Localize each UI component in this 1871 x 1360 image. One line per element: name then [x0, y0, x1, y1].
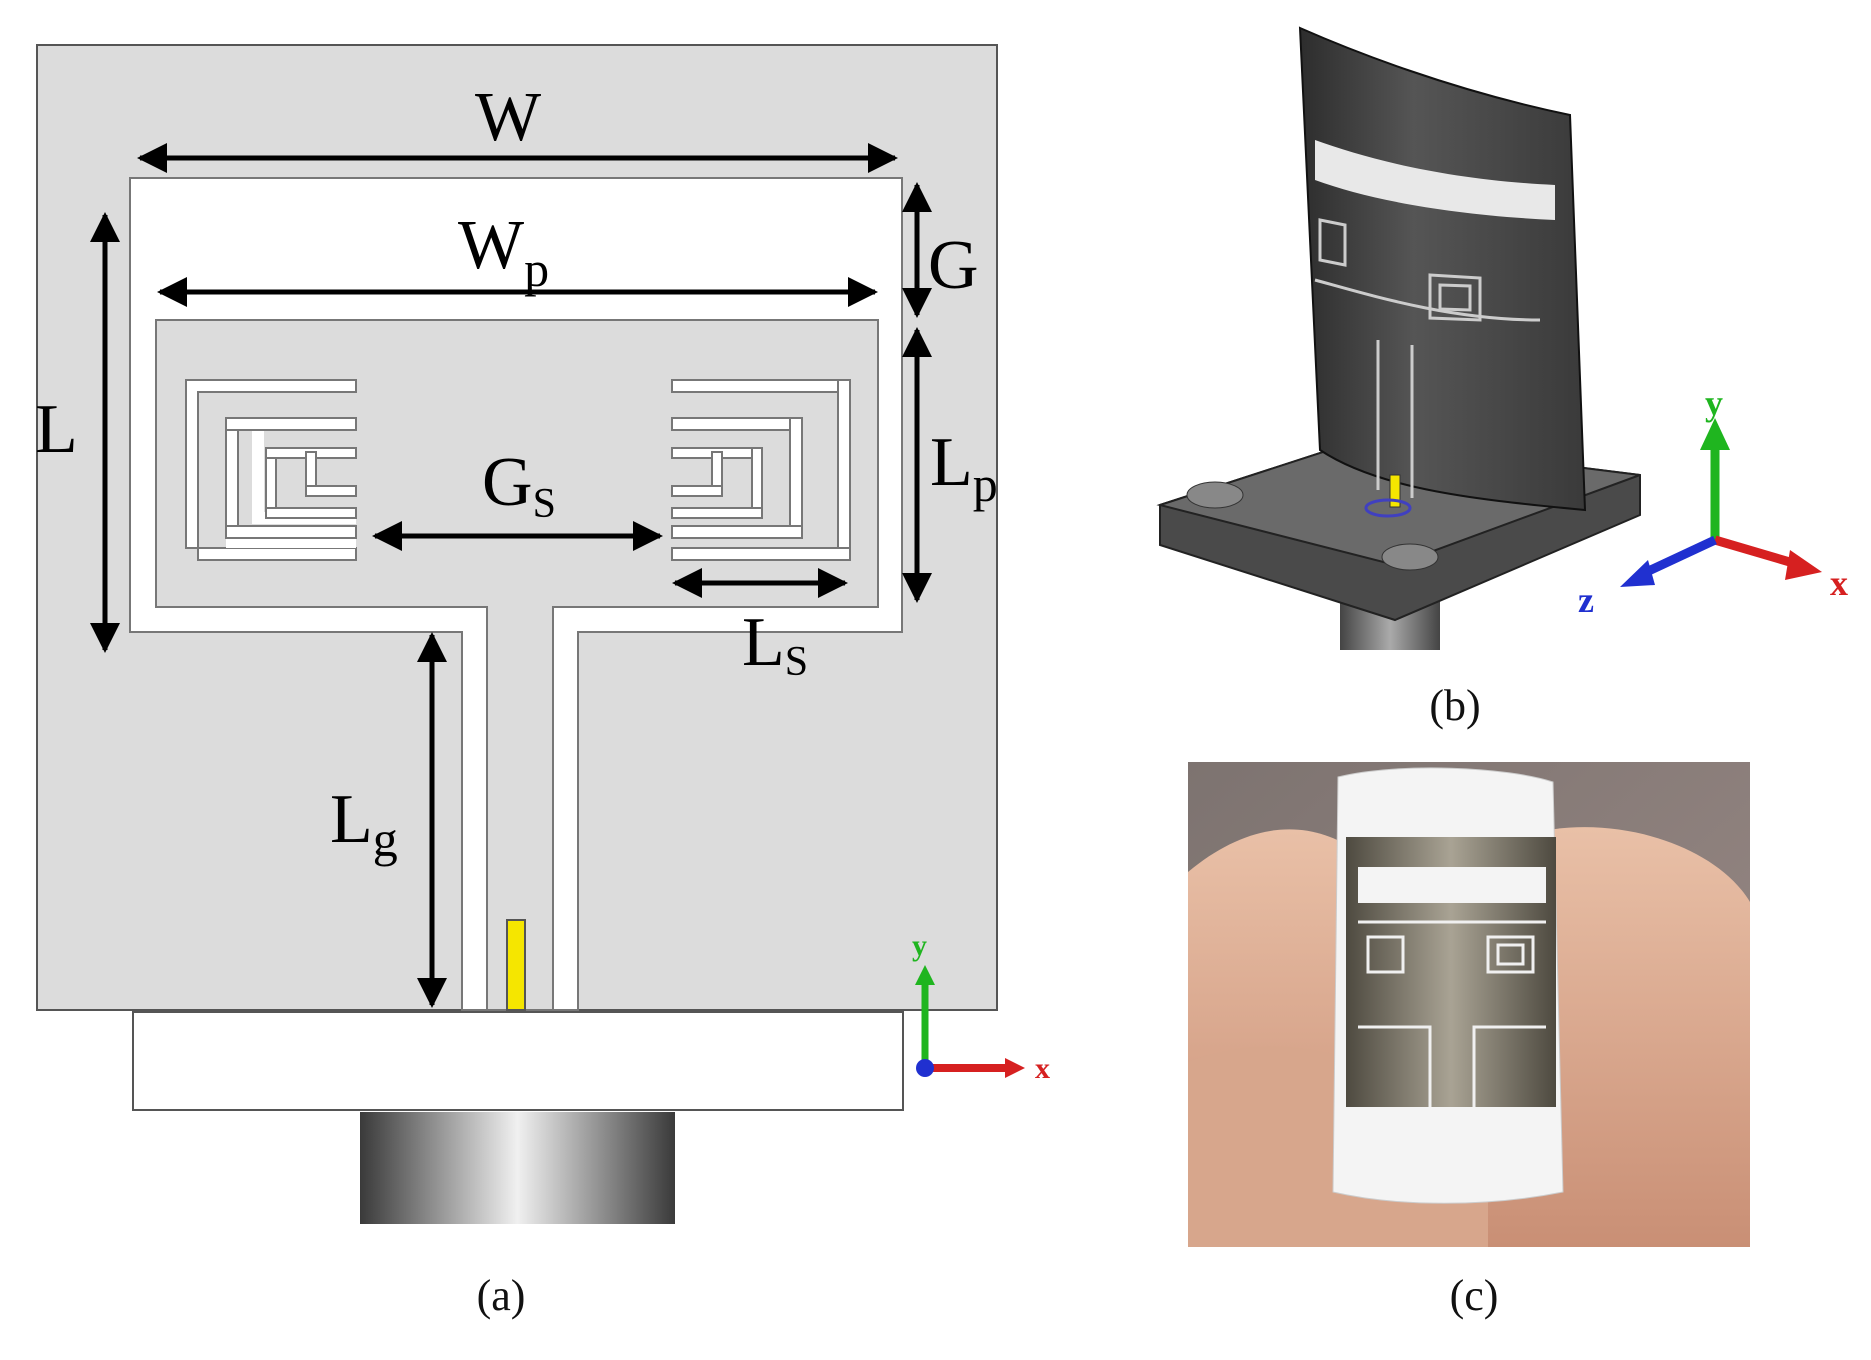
axis-triad-2d: y x — [912, 929, 1050, 1085]
right-spiral-slot — [671, 379, 851, 561]
feed-pin — [506, 919, 526, 1011]
connector-body — [360, 1112, 675, 1224]
label-Ls: LS — [742, 604, 808, 685]
caption-a: (a) — [476, 1271, 526, 1320]
axis-z-label-b: z — [1578, 580, 1594, 620]
left-spiral-slot — [185, 379, 357, 561]
antenna-layout-diagram: W Wp G L Lp GS LS Lg y x — [35, 44, 1050, 1224]
axis-y-label-b: y — [1705, 383, 1723, 423]
label-G: G — [928, 227, 979, 304]
label-W: W — [475, 79, 541, 156]
connector-flange — [132, 1011, 904, 1111]
label-Lg: Lg — [330, 781, 398, 867]
axis-x-label-a: x — [1035, 1052, 1050, 1085]
axis-y-label-a: y — [912, 929, 927, 962]
axis-triad-3d: y x z — [1578, 383, 1848, 620]
caption-b: (b) — [1429, 681, 1481, 730]
label-Gs: GS — [482, 444, 556, 527]
bent-antenna-sheet — [1298, 26, 1587, 512]
axis-x-label-b: x — [1830, 563, 1848, 603]
antenna-3d-view: y x z — [1156, 26, 1848, 650]
label-L: L — [35, 391, 78, 468]
label-Lp: Lp — [930, 424, 998, 512]
label-Wp: Wp — [458, 207, 549, 297]
caption-c: (c) — [1449, 1271, 1499, 1320]
fabricated-antenna-photo — [1188, 762, 1750, 1247]
